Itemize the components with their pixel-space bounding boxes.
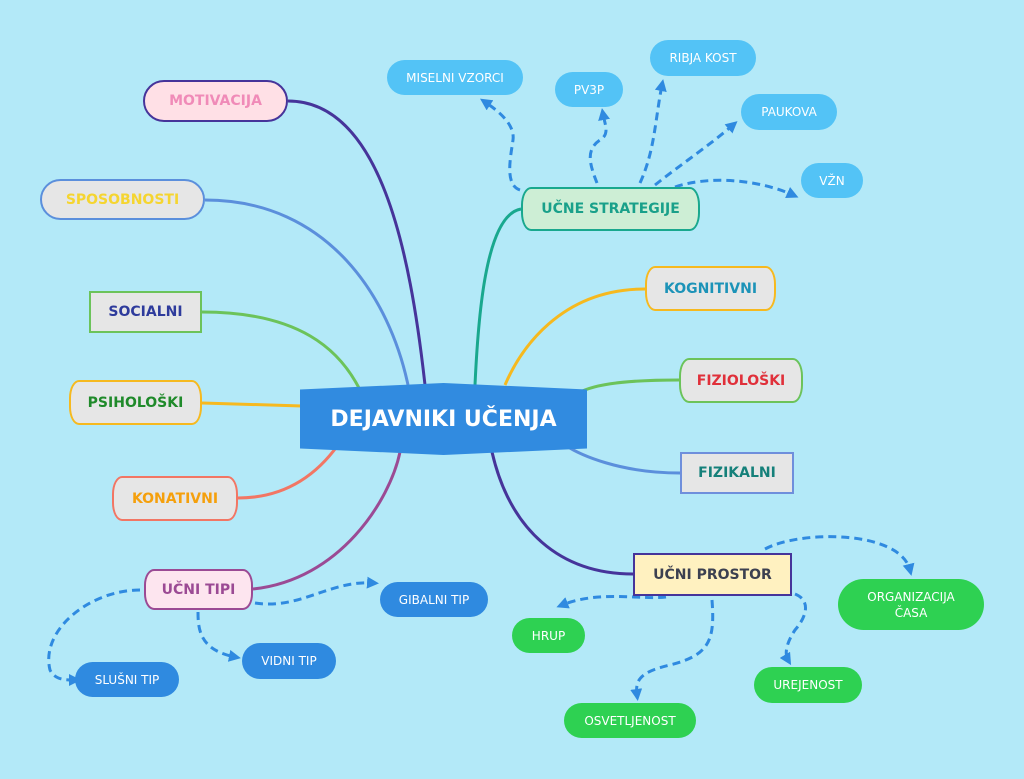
topic-sposobnosti[interactable]: SPOSOBNOSTI [40,179,205,220]
link-psiholoski [201,401,303,408]
subtopic-hrup[interactable]: HRUP [512,618,585,653]
topic-socialni[interactable]: SOCIALNI [89,291,202,333]
topic-ucne-strategije[interactable]: UČNE STRATEGIJE [521,187,700,231]
topic-konativni[interactable]: KONATIVNI [112,476,238,521]
link-fizioloski [574,378,680,397]
subtopic-vidni-tip[interactable]: VIDNI TIP [242,643,336,679]
topic-kognitivni[interactable]: KOGNITIVNI [645,266,776,311]
link-socialni [201,310,362,391]
subtopic-gibalni-tip[interactable]: GIBALNI TIP [380,582,488,617]
topic-motivacija[interactable]: MOTIVACIJA [143,80,288,122]
link-fizikalni [564,443,681,475]
link-ucni-prostor [490,451,634,576]
link-kognitivni [503,287,646,386]
subtopic-miselni-vzorci[interactable]: MISELNI VZORCI [387,60,523,95]
subtopic-paukova[interactable]: PAUKOVA [741,94,837,130]
topic-ucni-tipi[interactable]: UČNI TIPI [144,569,253,610]
subtopic-urejenost[interactable]: UREJENOST [754,667,862,703]
topic-ucni-prostor[interactable]: UČNI PROSTOR [633,553,792,596]
topic-fizioloski[interactable]: FIZIOLOŠKI [679,358,803,403]
subtopic-organizacija-casa[interactable]: ORGANIZACIJA ČASA [838,579,984,630]
subtopic-osvetljenost[interactable]: OSVETLJENOST [564,703,696,738]
link-ucni-tipi [252,451,402,591]
topic-fizikalni[interactable]: FIZIKALNI [680,452,794,494]
subtopic-slusni-tip[interactable]: SLUŠNI TIP [75,662,179,697]
topic-psiholoski[interactable]: PSIHOLOŠKI [69,380,202,425]
link-motivacija [287,99,427,386]
link-konativni [237,444,340,500]
link-sposobnosti [204,198,410,386]
link-ucne-strategije [473,207,522,386]
subtopic-vzn[interactable]: VŽN [801,163,863,198]
subtopic-pv3p[interactable]: PV3P [555,72,623,107]
central-topic[interactable]: DEJAVNIKI UČENJA [300,383,587,455]
subtopic-ribja-kost[interactable]: RIBJA KOST [650,40,756,76]
